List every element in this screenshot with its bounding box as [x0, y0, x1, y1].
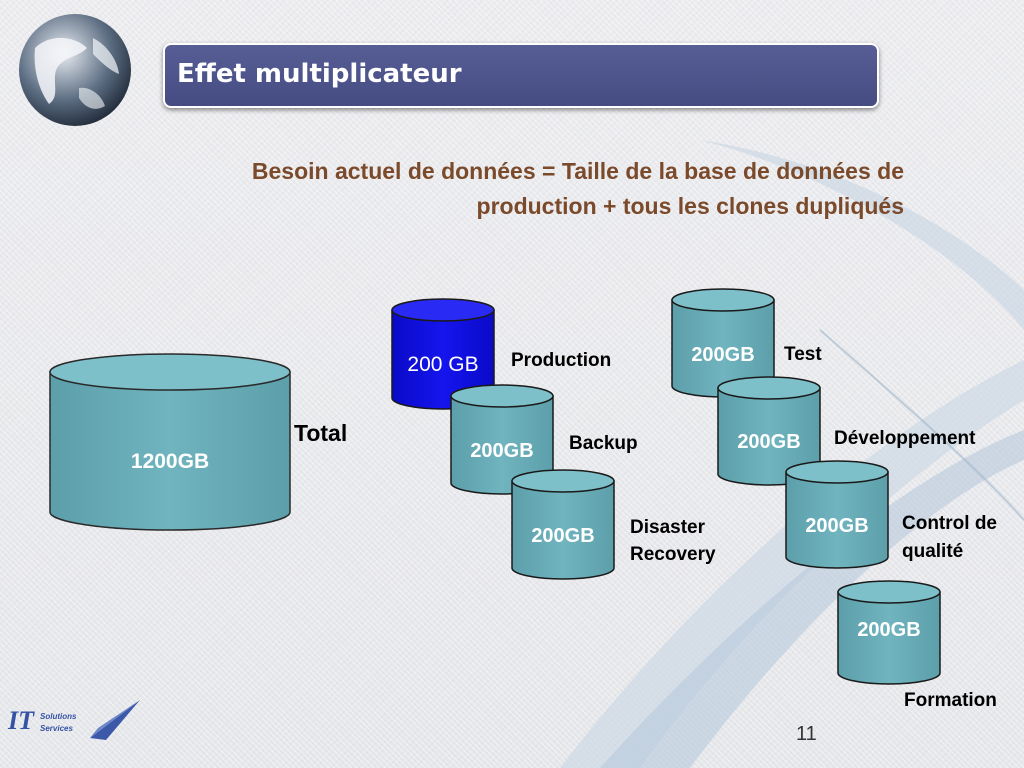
backup-value: 200GB [470, 440, 534, 462]
disaster-recovery-label-line-1: Disaster [630, 517, 705, 538]
developpement-value: 200GB [737, 431, 801, 453]
title-bar: Effet multiplicateur [163, 43, 879, 108]
backup-label: Backup [569, 433, 638, 454]
company-logo: IT Solutions Services [8, 698, 143, 748]
subtitle-line-1: Besoin actuel de données = Taille de la … [251, 158, 904, 184]
control-qualite-label-line-2: qualité [902, 541, 964, 562]
production-cylinder [391, 298, 495, 410]
backup-cylinder [450, 384, 554, 495]
developpement-label: Développement [834, 428, 976, 449]
test-value: 200GB [691, 344, 755, 366]
logo-line-2: Services [40, 724, 73, 733]
formation-value: 200GB [857, 619, 921, 641]
test-label: Test [784, 344, 822, 365]
page-number: 11 [796, 723, 817, 745]
total-label: Total [294, 420, 348, 446]
logo-letters: IT [8, 706, 34, 735]
control-qualite-cylinder [785, 460, 889, 569]
disaster-recovery-cylinder [511, 469, 615, 580]
logo-line-1: Solutions [40, 712, 77, 721]
control-qualite-value: 200GB [805, 515, 869, 537]
disaster-recovery-value: 200GB [531, 525, 595, 547]
globe-icon [19, 14, 131, 126]
subtitle-line-2: production + tous les clones dupliqués [476, 193, 904, 219]
slide-title: Effet multiplicateur [177, 59, 462, 89]
formation-cylinder [837, 580, 941, 685]
production-label: Production [511, 350, 612, 371]
paper-plane-icon [90, 700, 140, 740]
disaster-recovery-label-line-2: Recovery [630, 544, 716, 565]
control-qualite-label-line-1: Control de [902, 513, 997, 534]
formation-label: Formation [904, 690, 997, 711]
developpement-cylinder [717, 376, 821, 486]
production-value: 200 GB [407, 353, 479, 376]
total-cylinder [49, 353, 291, 531]
total-value: 1200GB [130, 450, 210, 473]
